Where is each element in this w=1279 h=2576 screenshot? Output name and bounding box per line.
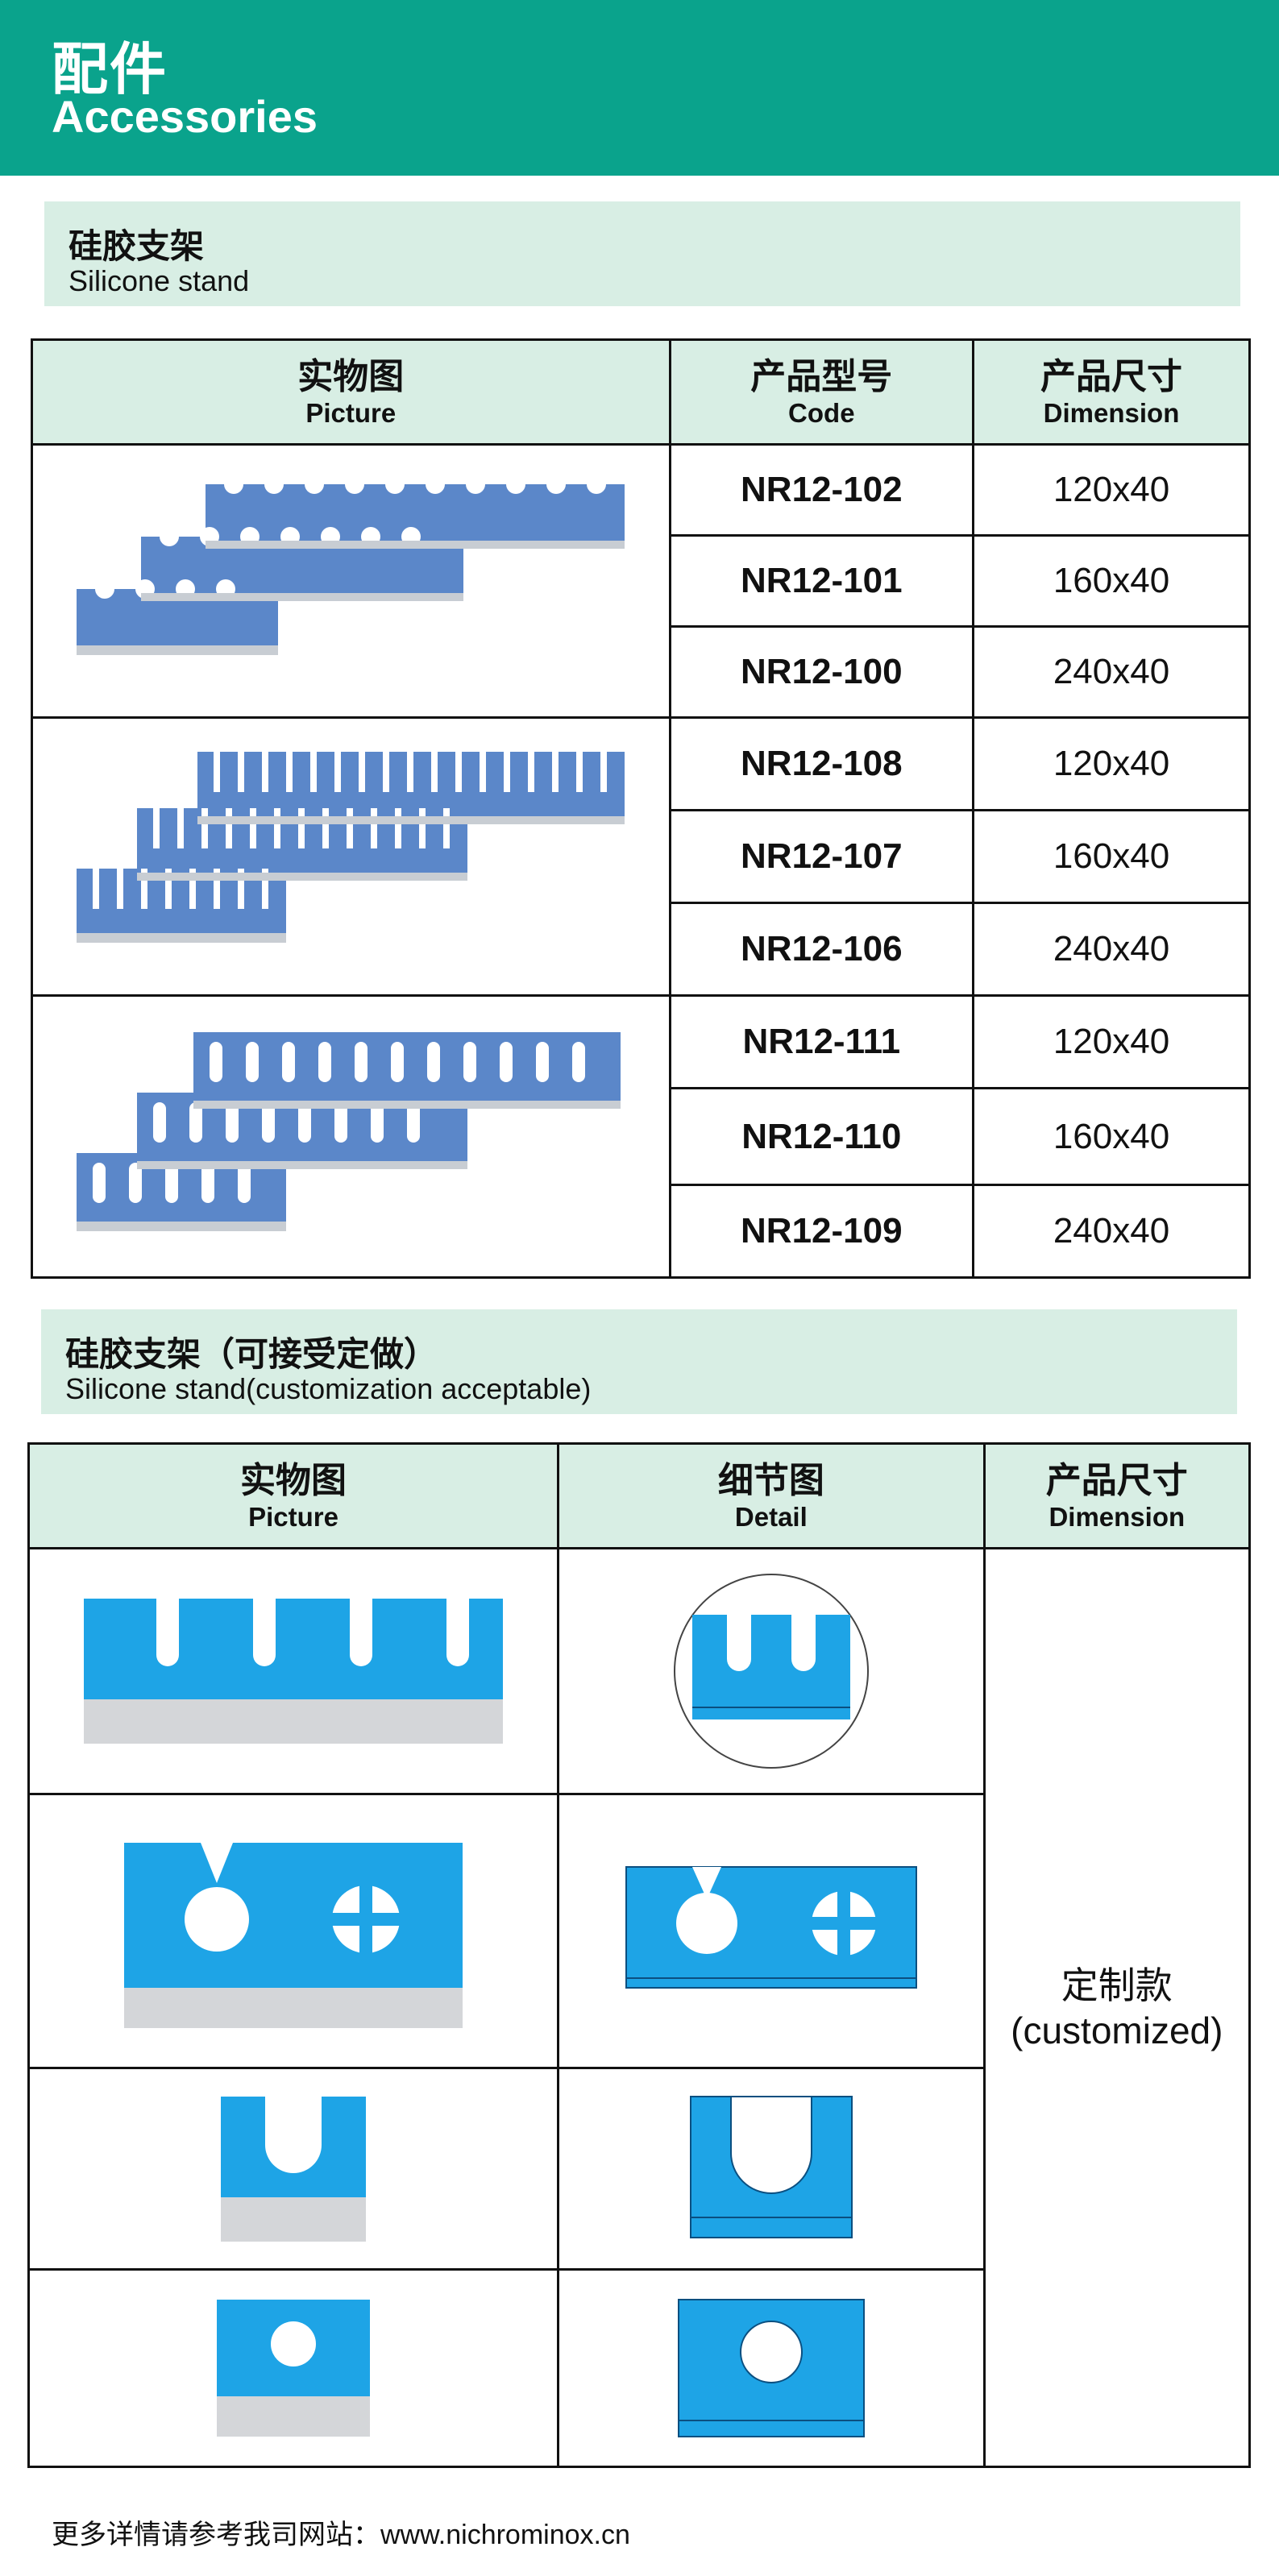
product-dimension: 160x40: [972, 809, 1251, 904]
product-photo-group3: [31, 994, 671, 1279]
product-dimension: 240x40: [972, 902, 1251, 997]
footer-website: 更多详情请参考我司网站：www.nichrominox.cn: [52, 2520, 630, 2550]
product-code: NR12-109: [668, 1184, 975, 1279]
section1-title-en: Silicone stand: [69, 264, 250, 297]
product-code: NR12-110: [668, 1087, 975, 1186]
table-row: NR12-110 160x40: [32, 1087, 1251, 1186]
custom-label-en: (customized): [1011, 2009, 1223, 2051]
section1-title: 硅胶支架 Silicone stand: [44, 201, 1240, 306]
table-row: NR12-108 120x40: [31, 716, 1251, 997]
stand-image-icon: [221, 2096, 367, 2242]
product-code: NR12-102: [668, 443, 975, 537]
table-row: 定制款 (customized): [27, 1547, 1252, 2468]
stand-image-icon: [77, 1031, 621, 1231]
detail-drawing-icon: [677, 2299, 865, 2437]
custom-photo-1: [27, 1547, 560, 1795]
table-row: NR12-111 120x40: [31, 994, 1251, 1279]
table-row: [27, 1793, 1250, 2069]
table-row: NR12-101 160x40: [32, 534, 1251, 628]
table-row: NR12-107 160x40: [32, 809, 1251, 904]
product-dimension: 240x40: [972, 1184, 1251, 1279]
detail-drawing-icon: [625, 1865, 917, 1989]
product-dimension: 240x40: [972, 625, 1251, 719]
custom-label-cn: 定制款: [1061, 1964, 1173, 2006]
section2-title-cn: 硅胶支架（可接受定做）: [65, 1335, 438, 1373]
stand-image-icon: [217, 2300, 371, 2437]
header-title-en: Accessories: [52, 91, 318, 142]
custom-detail-3: [557, 2067, 986, 2271]
table-row: NR12-106 240x40: [32, 902, 1251, 997]
product-code: NR12-101: [668, 534, 975, 628]
custom-photo-4: [27, 2268, 560, 2468]
product-code: NR12-106: [668, 902, 975, 997]
table-row: [27, 2268, 1250, 2468]
stand-image-icon: [124, 1842, 463, 2028]
section2-title: 硅胶支架（可接受定做） Silicone stand(customization…: [41, 1309, 1237, 1414]
detail-drawing-icon: [689, 2095, 853, 2238]
table-row: NR12-109 240x40: [32, 1184, 1251, 1279]
product-code: NR12-108: [668, 716, 975, 811]
product-dimension: 160x40: [972, 534, 1251, 628]
product-photo-group1: [31, 443, 671, 719]
section2-title-en: Silicone stand(customization acceptable): [65, 1372, 592, 1405]
header-title-cn: 配件: [52, 38, 168, 101]
table-row: [27, 2067, 1250, 2271]
stand-image-icon: [77, 475, 625, 655]
custom-detail-2: [557, 1793, 986, 2069]
product-dimension: 120x40: [972, 994, 1251, 1089]
product-code: NR12-111: [668, 994, 975, 1089]
product-code: NR12-100: [668, 625, 975, 719]
custom-photo-3: [27, 2067, 560, 2271]
product-dimension: 160x40: [972, 1087, 1251, 1186]
stand-image-icon: [77, 752, 625, 943]
table-row: NR12-102 120x40: [31, 443, 1251, 719]
custom-dimension: 定制款 (customized): [982, 1547, 1252, 2468]
product-dimension: 120x40: [972, 716, 1251, 811]
page-header: 配件 Accessories: [0, 0, 1279, 176]
detail-drawing-icon: [673, 1574, 869, 1769]
table-row: NR12-100 240x40: [32, 625, 1251, 719]
section1-title-cn: 硅胶支架: [69, 227, 205, 265]
custom-photo-2: [27, 1793, 560, 2069]
product-photo-group2: [31, 716, 671, 997]
product-code: NR12-107: [668, 809, 975, 904]
custom-detail-1: [557, 1547, 986, 1795]
custom-detail-4: [557, 2268, 986, 2468]
stand-image-icon: [84, 1599, 504, 1744]
product-dimension: 120x40: [972, 443, 1251, 537]
